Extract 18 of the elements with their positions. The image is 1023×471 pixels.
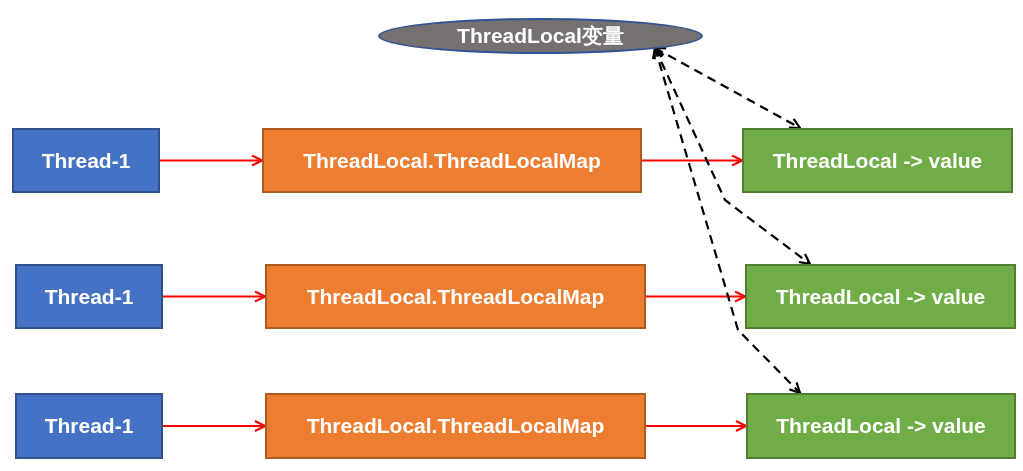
arrow bbox=[646, 419, 748, 433]
map-box: ThreadLocal.ThreadLocalMap bbox=[265, 393, 646, 459]
thread-box: Thread-1 bbox=[15, 264, 163, 329]
entry-box: ThreadLocal -> value bbox=[742, 128, 1013, 193]
entry-box: ThreadLocal -> value bbox=[746, 393, 1016, 459]
map-box: ThreadLocal.ThreadLocalMap bbox=[262, 128, 642, 193]
arrow bbox=[646, 290, 747, 303]
arrow bbox=[163, 419, 267, 433]
variable-ellipse: ThreadLocal变量 bbox=[378, 18, 703, 54]
arrow bbox=[653, 46, 812, 266]
arrow bbox=[642, 154, 744, 167]
arrow bbox=[160, 154, 264, 167]
map-box: ThreadLocal.ThreadLocalMap bbox=[265, 264, 646, 329]
arrow bbox=[163, 290, 267, 303]
thread-box: Thread-1 bbox=[15, 393, 163, 459]
thread-box: Thread-1 bbox=[12, 128, 160, 193]
entry-box: ThreadLocal -> value bbox=[745, 264, 1016, 329]
arrow bbox=[651, 46, 802, 395]
